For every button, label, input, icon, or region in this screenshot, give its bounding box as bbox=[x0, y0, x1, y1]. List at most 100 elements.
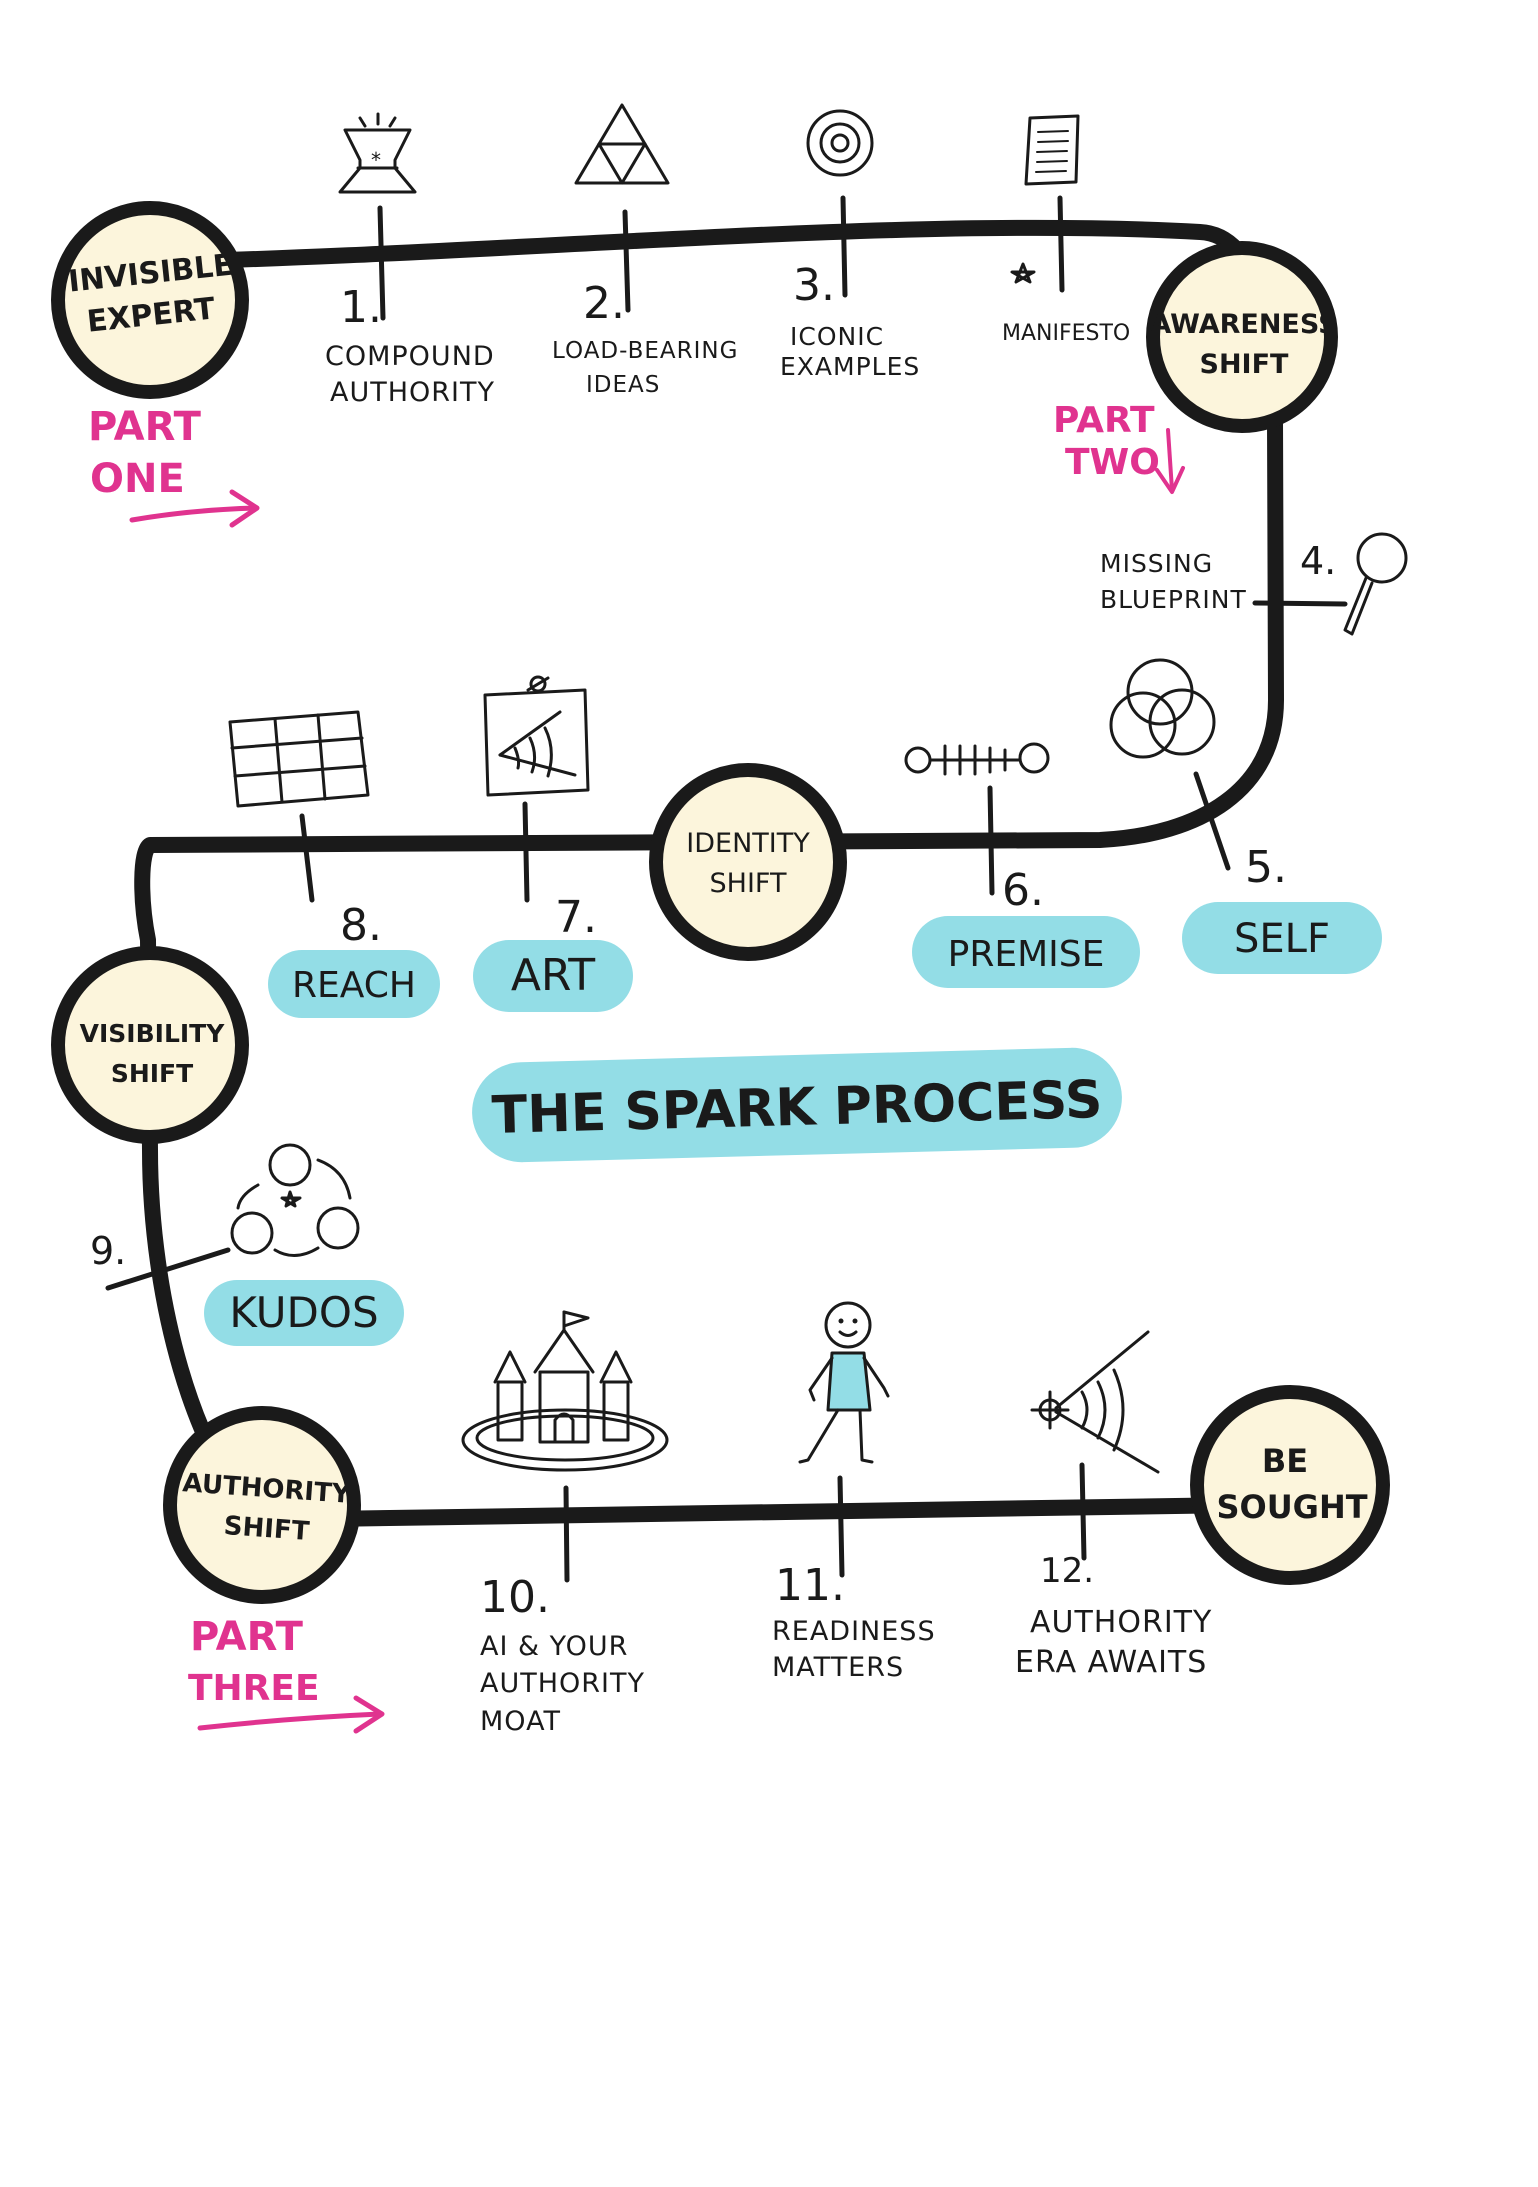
castle-icon bbox=[461, 1310, 669, 1472]
self-pill: Self bbox=[1182, 902, 1382, 974]
svg-text:Authority: Authority bbox=[330, 377, 495, 408]
svg-text:Be: Be bbox=[1262, 1442, 1308, 1480]
step-manifesto: Manifesto bbox=[1002, 114, 1130, 346]
step-12: 12. Authority Era Awaits bbox=[1015, 1330, 1212, 1680]
step-3: 3. Iconic Examples bbox=[780, 109, 920, 381]
node-authority-shift: Authority Shift bbox=[163, 1406, 361, 1604]
svg-text:8.: 8. bbox=[340, 900, 382, 951]
svg-text:Reach: Reach bbox=[292, 965, 416, 1006]
step-2: 2. Load-Bearing Ideas bbox=[552, 103, 738, 398]
art-pill: Art bbox=[473, 940, 633, 1012]
svg-text:Moat: Moat bbox=[480, 1706, 561, 1737]
spotlight-icon: * bbox=[338, 112, 417, 194]
step-1: * 1. Compound Authority bbox=[325, 112, 495, 408]
step-4: Missing Blueprint 4. bbox=[1100, 532, 1408, 636]
svg-text:Manifesto: Manifesto bbox=[1002, 321, 1130, 346]
svg-text:10.: 10. bbox=[480, 1572, 550, 1623]
svg-text:5.: 5. bbox=[1245, 842, 1287, 893]
tick-8 bbox=[299, 813, 315, 903]
tick-2 bbox=[622, 209, 631, 313]
signal-icon bbox=[1030, 1330, 1160, 1474]
magnifier-icon bbox=[1343, 532, 1408, 636]
svg-text:Shift: Shift bbox=[223, 1511, 311, 1547]
svg-text:Identity: Identity bbox=[686, 828, 810, 859]
svg-text:1.: 1. bbox=[340, 282, 382, 333]
tick-5 bbox=[1193, 771, 1231, 871]
step-9: 9. Kudos bbox=[90, 1143, 404, 1346]
part-three-label: Part Three bbox=[188, 1614, 385, 1734]
svg-text:Part: Part bbox=[190, 1614, 304, 1660]
svg-text:11.: 11. bbox=[775, 1560, 845, 1611]
step-11: 11. Readiness Matters bbox=[772, 1301, 936, 1683]
svg-text:Load-Bearing: Load-Bearing bbox=[552, 338, 738, 364]
step-8: 8. Reach bbox=[228, 710, 440, 1018]
tick-1 bbox=[377, 205, 386, 321]
svg-text:Visibility: Visibility bbox=[80, 1019, 226, 1048]
tick-11 bbox=[837, 1475, 845, 1578]
svg-text:Iconic: Iconic bbox=[790, 322, 884, 351]
node-invisible-expert: Invisible Expert bbox=[51, 201, 249, 399]
svg-text:Authority: Authority bbox=[480, 1668, 645, 1699]
person-icon bbox=[798, 1301, 890, 1464]
step-10: 10. AI & Your Authority Moat bbox=[461, 1310, 669, 1737]
svg-text:Examples: Examples bbox=[780, 352, 920, 381]
title-pill: The Spark Process bbox=[472, 1047, 1122, 1163]
triangle-icon bbox=[574, 103, 670, 185]
tick-7 bbox=[522, 801, 530, 903]
step-5: 5. Self bbox=[1109, 658, 1382, 974]
tick-9 bbox=[105, 1247, 231, 1291]
svg-text:7.: 7. bbox=[555, 892, 597, 943]
venn-icon bbox=[1109, 658, 1216, 759]
svg-text:Authority: Authority bbox=[1030, 1605, 1212, 1640]
svg-text:Part: Part bbox=[1053, 400, 1155, 441]
svg-text:6.: 6. bbox=[1002, 865, 1044, 916]
svg-text:Ideas: Ideas bbox=[586, 372, 660, 398]
part-one-label: Part One bbox=[88, 404, 260, 528]
tick-10 bbox=[563, 1485, 570, 1583]
svg-text:Readiness: Readiness bbox=[772, 1616, 936, 1647]
svg-text:AI & Your: AI & Your bbox=[480, 1631, 628, 1662]
svg-text:Shift: Shift bbox=[111, 1059, 193, 1088]
svg-text:4.: 4. bbox=[1300, 539, 1336, 583]
svg-text:Awareness: Awareness bbox=[1150, 309, 1337, 340]
svg-text:Self: Self bbox=[1234, 916, 1330, 962]
document-icon bbox=[1024, 114, 1080, 186]
node-identity-shift: Identity Shift bbox=[649, 763, 847, 961]
cycle-icon bbox=[230, 1143, 360, 1257]
node-awareness-shift: Awareness Shift bbox=[1146, 241, 1338, 433]
svg-text:12.: 12. bbox=[1040, 1551, 1094, 1591]
svg-text:Blueprint: Blueprint bbox=[1100, 585, 1247, 614]
reach-pill: Reach bbox=[268, 950, 440, 1018]
svg-text:Two: Two bbox=[1065, 442, 1160, 483]
svg-text:2.: 2. bbox=[583, 278, 625, 329]
step-ticks bbox=[105, 195, 1348, 1583]
process-path bbox=[134, 219, 1284, 1528]
svg-text:Shift: Shift bbox=[710, 868, 787, 899]
tick-12 bbox=[1079, 1462, 1087, 1561]
tick-4 bbox=[1252, 600, 1348, 607]
art-board-icon bbox=[483, 675, 590, 797]
svg-text:9.: 9. bbox=[90, 1229, 126, 1273]
svg-text:Compound: Compound bbox=[325, 341, 495, 372]
tick-6 bbox=[987, 785, 995, 896]
svg-text:Art: Art bbox=[511, 950, 595, 1001]
tick-3 bbox=[840, 195, 848, 298]
node-be-sought: Be Sought bbox=[1190, 1385, 1390, 1585]
svg-text:Three: Three bbox=[188, 1668, 320, 1709]
node-visibility-shift: Visibility Shift bbox=[51, 946, 249, 1144]
kudos-pill: Kudos bbox=[204, 1280, 404, 1346]
premise-pill: Premise bbox=[912, 916, 1140, 988]
timeline-icon bbox=[904, 742, 1050, 776]
tick-manifesto bbox=[1057, 195, 1065, 293]
svg-text:Part: Part bbox=[88, 404, 202, 450]
svg-text:*: * bbox=[371, 148, 381, 172]
step-7: 7. Art bbox=[473, 675, 633, 1012]
svg-text:Matters: Matters bbox=[772, 1652, 904, 1683]
star-icon bbox=[1010, 262, 1036, 284]
svg-text:Missing: Missing bbox=[1100, 549, 1213, 578]
svg-text:Sought: Sought bbox=[1216, 1488, 1367, 1526]
svg-text:Premise: Premise bbox=[948, 934, 1105, 975]
svg-text:Era Awaits: Era Awaits bbox=[1015, 1645, 1207, 1680]
